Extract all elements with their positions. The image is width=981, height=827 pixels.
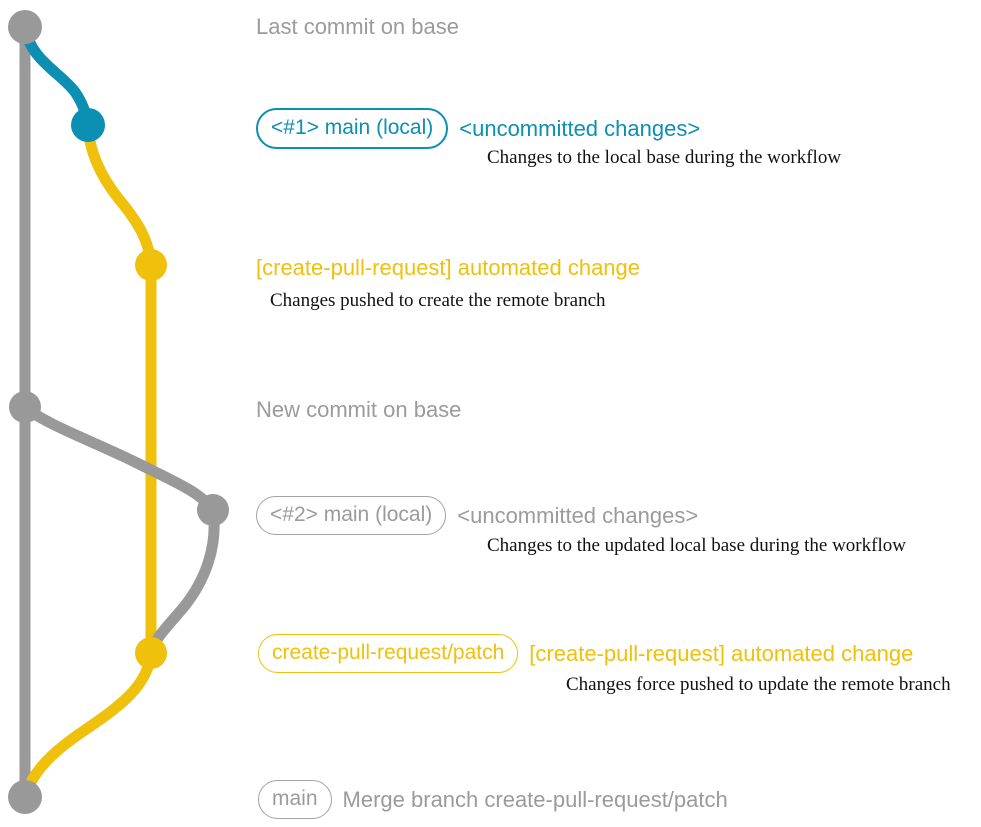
commit-headline-automated-2: [create-pull-request] automated change	[529, 640, 914, 666]
section-title-last-commit: Last commit on base	[256, 14, 459, 39]
row-local-2: <#2> main (local) <uncommitted changes>	[256, 496, 698, 535]
node-patch-commit-2[interactable]	[135, 637, 167, 669]
node-local-uncommitted-2[interactable]	[197, 494, 229, 526]
spacer	[448, 128, 459, 129]
node-base-new-commit[interactable]	[9, 391, 41, 423]
node-local-uncommitted-1[interactable]	[71, 108, 105, 142]
commit-description-automated-1: Changes pushed to create the remote bran…	[270, 290, 606, 311]
commit-headline-automated-1: [create-pull-request] automated change	[256, 255, 641, 280]
row-automated-change-1: [create-pull-request] automated change	[256, 257, 640, 279]
commit-headline-local-2: <uncommitted changes>	[457, 502, 699, 528]
row-merge: main Merge branch create-pull-request/pa…	[258, 780, 728, 819]
row-automated-change-2: create-pull-request/patch [create-pull-r…	[258, 634, 913, 673]
commit-description-local-1: Changes to the local base during the wor…	[487, 147, 842, 168]
git-graph	[8, 10, 229, 814]
section-title-new-commit: New commit on base	[256, 397, 462, 422]
spacer	[518, 653, 529, 654]
commit-headline-local-1: <uncommitted changes>	[459, 115, 701, 141]
local-branch-line-1	[19, 21, 94, 131]
node-base-head-commit[interactable]	[8, 10, 42, 44]
row-local-1: <#1> main (local) <uncommitted changes>	[256, 108, 700, 149]
commit-headline-merge: Merge branch create-pull-request/patch	[342, 786, 728, 812]
branch-badge-local-1[interactable]: <#1> main (local)	[256, 108, 449, 149]
commit-description-automated-2: Changes force pushed to update the remot…	[566, 674, 951, 695]
node-patch-commit-1[interactable]	[135, 249, 167, 281]
commit-description-local-2: Changes to the updated local base during…	[487, 535, 906, 556]
local-branch-line-2	[19, 401, 219, 516]
patch-link-line-1	[82, 119, 157, 271]
merge-into-patch-line	[145, 504, 220, 659]
branch-badge-local-2[interactable]: <#2> main (local)	[256, 496, 447, 535]
branch-badge-patch[interactable]: create-pull-request/patch	[258, 634, 519, 673]
node-merge-commit[interactable]	[8, 780, 42, 814]
spacer	[332, 799, 343, 800]
spacer	[446, 515, 457, 516]
patch-to-merge-line	[19, 647, 157, 803]
branch-badge-main[interactable]: main	[258, 780, 332, 819]
